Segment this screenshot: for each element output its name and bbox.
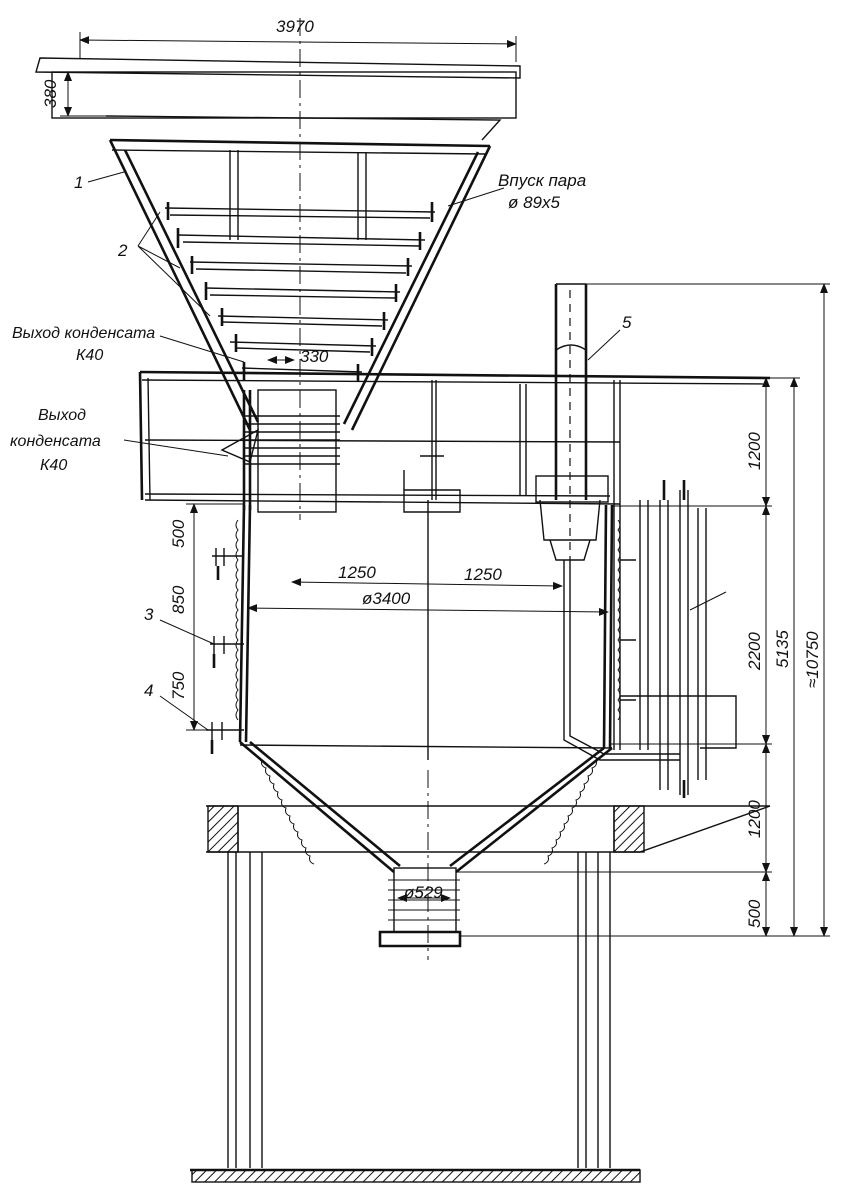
dim-top-height: 380	[41, 79, 60, 108]
label-condensate-out-1-line1: Выход конденсата	[12, 325, 155, 342]
label-condensate-out-2-line3: К40	[40, 457, 67, 474]
service-platform	[138, 370, 771, 750]
steam-pipe-assembly	[535, 283, 680, 761]
label-condensate-out-2-line2: конденсата	[10, 433, 101, 450]
callout-3: 3	[144, 605, 154, 624]
callout-numbers: 1 2 3 4 5	[74, 173, 632, 700]
dim-right-1200-top: 1200	[745, 432, 764, 470]
annotation-texts: Впуск пара ø 89x5 Выход конденсата К40 В…	[10, 171, 586, 474]
top-hopper	[35, 18, 521, 520]
callout-1: 1	[74, 173, 83, 192]
dim-diameter: ø3400	[362, 589, 411, 608]
label-condensate-out-2-line1: Выход	[38, 407, 86, 424]
label-steam-inlet-size: ø 89x5	[508, 193, 561, 212]
dim-overall-10750: ≈10750	[803, 631, 822, 688]
dim-right-2200: 2200	[745, 632, 764, 671]
vessel-body	[206, 500, 771, 960]
side-nozzles	[206, 548, 244, 754]
dim-overall-5135: 5135	[773, 630, 792, 668]
callout-4: 4	[144, 681, 153, 700]
dim-level-750: 750	[169, 671, 188, 700]
dimension-lines	[60, 32, 830, 937]
callout-5: 5	[622, 313, 632, 332]
level-gauge	[620, 480, 737, 798]
dim-radius-left: 1250	[338, 563, 376, 582]
label-condensate-out-1-line2: К40	[76, 347, 103, 364]
dim-radius-right: 1250	[464, 565, 502, 584]
label-steam-inlet: Впуск пара	[498, 171, 586, 190]
dim-top-width: 3970	[276, 17, 314, 36]
leader-lines	[87, 171, 727, 731]
dim-level-850: 850	[169, 585, 188, 614]
dim-right-500: 500	[745, 899, 764, 928]
callout-2: 2	[117, 241, 128, 260]
dim-outlet-diameter: ø529	[404, 883, 443, 902]
steam-coil	[164, 202, 436, 382]
dim-inlet-width: 330	[300, 347, 329, 366]
dimension-texts: 3970 380 330 1250 1250 ø3400 500 850 750…	[41, 17, 822, 928]
support-legs	[190, 852, 641, 1183]
dim-level-500: 500	[169, 519, 188, 548]
dim-right-1200-bottom: 1200	[745, 800, 764, 838]
